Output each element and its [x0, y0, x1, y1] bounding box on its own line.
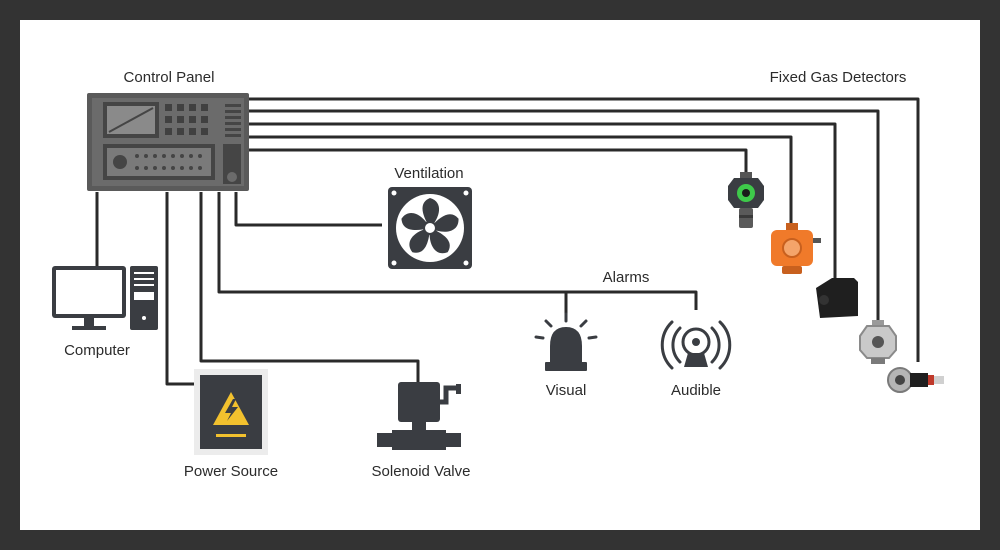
speaker-icon [660, 320, 732, 370]
fan-icon [388, 187, 472, 269]
audible-label: Audible [670, 382, 722, 399]
computer-icon [52, 266, 158, 330]
gas-detector-2-icon [771, 223, 821, 274]
diagram-graphics [52, 93, 944, 455]
solenoid-valve-icon [377, 382, 461, 450]
ventilation-label: Ventilation [394, 165, 464, 182]
wire-detector-5 [249, 97, 920, 362]
wires [95, 97, 920, 386]
gas-detector-5-icon [887, 367, 944, 393]
alarms-label: Alarms [602, 269, 650, 286]
computer-label: Computer [64, 342, 130, 359]
wire-detector-2 [249, 135, 793, 223]
power-box-icon [194, 369, 268, 455]
gas-detector-3-icon [816, 278, 858, 318]
power-source-label: Power Source [183, 463, 279, 480]
control-panel-icon [87, 93, 249, 191]
solenoid-valve-label: Solenoid Valve [371, 463, 471, 480]
fixed-gas-detectors-label: Fixed Gas Detectors [769, 69, 907, 86]
siren-icon [534, 312, 598, 371]
wire-detector-3 [249, 122, 837, 278]
gas-detector-4-icon [859, 320, 897, 364]
wire-ventilation [234, 192, 382, 227]
wire-power [165, 192, 196, 386]
gas-detector-1-icon [728, 172, 764, 228]
wire-solenoid [199, 192, 420, 382]
diagram-canvas: Control Panel Fixed Gas Detectors Ventil… [20, 20, 980, 530]
visual-label: Visual [545, 382, 587, 399]
wire-detector-4 [249, 109, 880, 320]
control-panel-label: Control Panel [123, 69, 215, 86]
wire-alarms [217, 192, 698, 310]
wire-detector-1 [249, 148, 748, 172]
